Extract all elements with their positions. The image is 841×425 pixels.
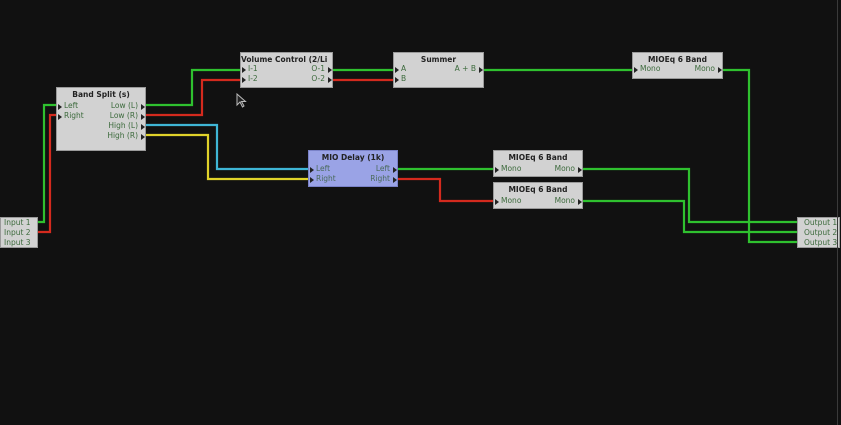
port-label: O-1	[311, 64, 325, 73]
green-wire	[722, 68, 798, 244]
port-label: High (L)	[108, 121, 138, 130]
node-title: MIO Delay (1k)	[321, 153, 385, 162]
port-label: Mono	[554, 196, 575, 205]
canvas-edge-divider	[837, 0, 838, 425]
node-title: MIOEq 6 Band	[508, 153, 568, 162]
input-port-icon[interactable]	[634, 67, 638, 73]
band-split-node[interactable]: Band Split (s) Left Right Low (L) Low (R…	[56, 87, 146, 151]
port-label: Low (R)	[109, 111, 138, 120]
output-port-icon[interactable]	[141, 134, 145, 140]
port-label: I-2	[248, 74, 258, 83]
output-ports-block: Output 1 Output 2 Output 3	[797, 217, 840, 248]
output-port-icon[interactable]	[479, 67, 483, 73]
green-wire	[37, 103, 57, 224]
port-label: Mono	[554, 164, 575, 173]
mioeq-bottom-node[interactable]: MIOEq 6 Band Mono Mono	[493, 182, 583, 209]
port-label: O-2	[311, 74, 325, 83]
output-port-icon[interactable]	[141, 124, 145, 130]
node-title: Summer	[420, 55, 457, 64]
mioeq-mid-node[interactable]: MIOEq 6 Band Mono Mono	[493, 150, 583, 177]
mioeq-top-node[interactable]: MIOEq 6 Band Mono Mono	[632, 52, 723, 79]
input-port-icon[interactable]	[495, 167, 499, 173]
port-label: A	[401, 64, 407, 73]
output-2-port[interactable]: Output 2	[798, 228, 839, 238]
green-wire	[145, 68, 241, 107]
port-label: Output 1	[804, 218, 838, 227]
green-wire	[582, 167, 798, 224]
input-port-icon[interactable]	[395, 67, 399, 73]
port-label: B	[401, 74, 407, 83]
port-label: Output 3	[804, 238, 838, 247]
port-label: High (R)	[107, 131, 138, 140]
input-port-icon[interactable]	[395, 77, 399, 83]
cyan-wire	[145, 123, 309, 171]
input-port-icon[interactable]	[242, 67, 246, 73]
node-title: MIOEq 6 Band	[647, 55, 708, 64]
input-1-port[interactable]: Input 1	[1, 218, 37, 228]
port-label: Right	[370, 174, 390, 183]
green-wire	[582, 199, 798, 234]
input-port-icon[interactable]	[310, 177, 314, 183]
input-port-icon[interactable]	[58, 114, 62, 120]
output-port-icon[interactable]	[393, 177, 397, 183]
port-label: Input 2	[4, 228, 31, 237]
port-label: Output 2	[804, 228, 838, 237]
output-1-port[interactable]: Output 1	[798, 218, 839, 228]
port-label: Left	[64, 101, 79, 110]
input-3-port[interactable]: Input 3	[1, 238, 37, 248]
output-port-icon[interactable]	[578, 199, 582, 205]
output-3-port[interactable]: Output 3	[798, 238, 839, 248]
output-port-icon[interactable]	[578, 167, 582, 173]
node-title: Volume Control (2/Li	[241, 55, 328, 64]
input-ports-block: Input 1 Input 2 Input 3	[0, 217, 38, 248]
port-label: Left	[316, 164, 331, 173]
port-label: Input 3	[4, 238, 31, 247]
port-label: A + B	[454, 64, 476, 73]
input-port-icon[interactable]	[495, 199, 499, 205]
summer-node[interactable]: Summer A B A + B	[393, 52, 484, 88]
mouse-cursor-icon	[236, 93, 247, 108]
port-label: Mono	[501, 164, 522, 173]
port-label: Left	[375, 164, 390, 173]
port-label: Right	[64, 111, 84, 120]
volume-control-node[interactable]: Volume Control (2/Li I-1 I-2 O-1 O-2	[240, 52, 333, 88]
input-port-icon[interactable]	[58, 104, 62, 110]
output-port-icon[interactable]	[328, 67, 332, 73]
input-2-port[interactable]: Input 2	[1, 228, 37, 238]
output-port-icon[interactable]	[141, 104, 145, 110]
port-label: Input 1	[4, 218, 31, 227]
port-label: Mono	[694, 64, 715, 73]
port-label: I-1	[248, 64, 258, 73]
output-port-icon[interactable]	[393, 167, 397, 173]
yellow-wire	[145, 133, 309, 181]
port-label: Right	[316, 174, 336, 183]
output-port-icon[interactable]	[328, 77, 332, 83]
output-port-icon[interactable]	[141, 114, 145, 120]
input-port-icon[interactable]	[242, 77, 246, 83]
red-wire	[397, 177, 494, 203]
port-label: Low (L)	[110, 101, 138, 110]
port-label: Mono	[640, 64, 661, 73]
input-port-icon[interactable]	[310, 167, 314, 173]
output-port-icon[interactable]	[718, 67, 722, 73]
red-wire	[37, 113, 57, 234]
port-label: Mono	[501, 196, 522, 205]
node-title: Band Split (s)	[72, 90, 130, 99]
mio-delay-node[interactable]: MIO Delay (1k) Left Right Left Right	[308, 150, 398, 187]
node-title: MIOEq 6 Band	[508, 185, 568, 194]
red-wire	[145, 78, 241, 117]
